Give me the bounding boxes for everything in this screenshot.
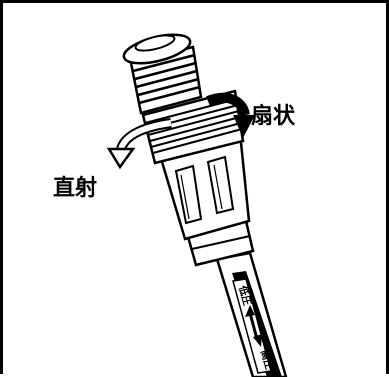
spray-wand: 低圧 高圧 (215, 251, 288, 377)
nozzle-illustration: 低圧 高圧 (106, 33, 288, 377)
straight-spray-label: 直射 (53, 176, 98, 201)
fan-spray-label: 扇状 (251, 104, 296, 129)
rotate-ccw-arrow-icon (106, 118, 172, 170)
double-headed-arrow-icon (245, 305, 262, 347)
nozzle-tip (122, 33, 203, 115)
rotate-cw-arrow-icon (206, 92, 255, 138)
rotating-collar (141, 89, 245, 165)
